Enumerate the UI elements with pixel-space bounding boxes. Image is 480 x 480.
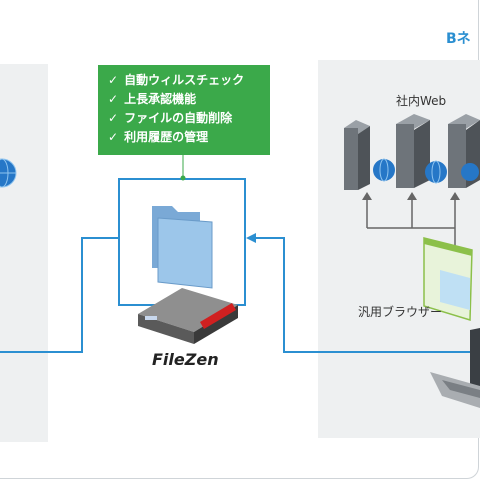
- check-icon: ✓: [108, 73, 119, 87]
- server-icon: [448, 114, 480, 188]
- web-label: 社内Web: [396, 94, 447, 108]
- server-icon: [344, 120, 395, 190]
- product-name: FileZen: [152, 350, 219, 369]
- server-icon: [396, 114, 447, 188]
- server-connector-arrows: [366, 198, 456, 250]
- left-network-panel: [0, 64, 48, 442]
- feature-item: ✓上長承認機能: [108, 92, 197, 106]
- network-b-title: Bネ: [446, 31, 471, 47]
- globe-icon: [0, 158, 17, 188]
- check-icon: ✓: [108, 111, 119, 125]
- folder-icon: [152, 206, 213, 289]
- feature-item: ✓利用履歴の管理: [108, 130, 209, 144]
- feature-item: ✓ファイルの自動削除: [108, 111, 233, 125]
- feature-item: ✓自動ウィルスチェック: [108, 73, 245, 87]
- check-icon: ✓: [108, 130, 119, 144]
- browser-label: 汎用ブラウザー: [358, 305, 443, 319]
- browser-window-icon: [423, 237, 473, 322]
- filezen-appliance-icon: [138, 288, 238, 344]
- check-icon: ✓: [108, 92, 119, 106]
- feature-list: ✓自動ウィルスチェック ✓上長承認機能 ✓ファイルの自動削除 ✓利用履歴の管理: [98, 65, 270, 155]
- laptop-icon: [430, 328, 480, 408]
